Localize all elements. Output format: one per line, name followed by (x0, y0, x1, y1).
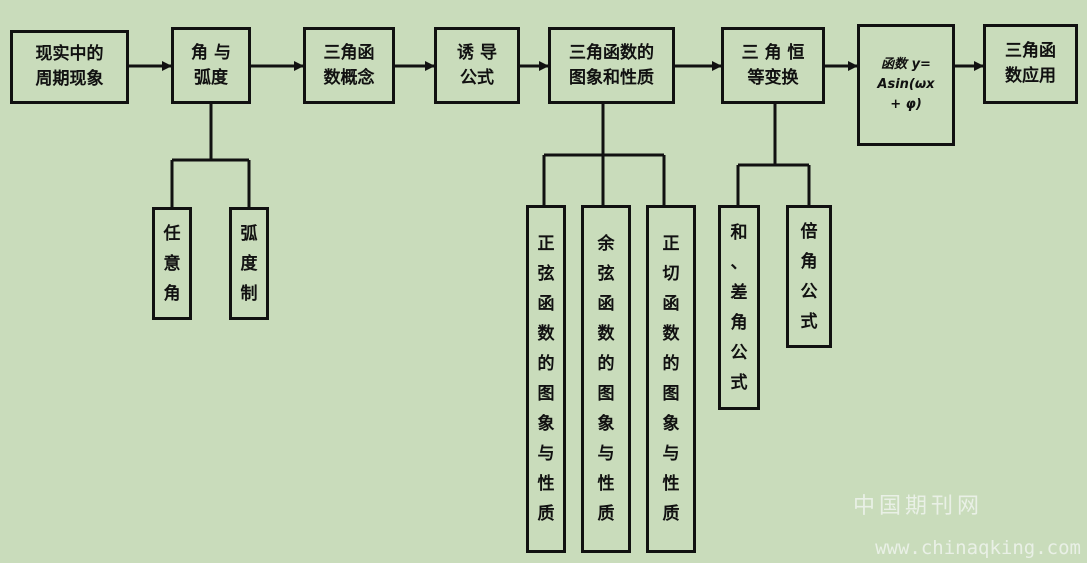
label-char: 函 (597, 294, 615, 314)
label-char: 公 (800, 281, 818, 302)
label-line: 数应用 (1005, 66, 1056, 86)
label-char: 数 (537, 324, 555, 344)
box-double-angle-formula: 倍 角 公 式 (786, 205, 832, 348)
label-char: 倍 (800, 221, 818, 242)
box-trig-graph-properties: 三角函数的 图象和性质 (548, 27, 675, 104)
label-line: 三角函 (323, 42, 375, 63)
label-line: 函数 y= (881, 57, 931, 72)
label-char: 弦 (597, 264, 615, 284)
box-any-angle: 任 意 角 (152, 207, 192, 320)
label-char: 函 (537, 294, 555, 314)
label-line: 弧度 (194, 67, 228, 88)
label-char: 与 (537, 444, 555, 464)
label-char: 正 (662, 234, 680, 254)
label-char: 象 (597, 414, 615, 434)
label-line: 诱 导 (457, 42, 497, 63)
box-trig-concept: 三角函 数概念 (303, 27, 395, 104)
label-char: 和 (730, 222, 748, 243)
label-line: 周期现象 (35, 69, 104, 89)
label-char: 余 (597, 234, 615, 254)
label-line: Asin(ωx (877, 77, 935, 92)
label-line: 三 角 恒 (741, 42, 805, 63)
label-char: 与 (597, 444, 615, 464)
label-char: 度 (240, 253, 258, 274)
label-char: 图 (597, 384, 615, 404)
label-char: 弧 (240, 223, 258, 244)
box-cosine-function: 余 弦 函 数 的 图 象 与 性 质 (581, 205, 631, 553)
label-char: 角 (163, 283, 181, 304)
label-char: 的 (597, 354, 615, 374)
label-char: 制 (240, 283, 258, 304)
watermark-site-name: 中国期刊网 (852, 494, 983, 519)
label-char: 数 (597, 324, 615, 344)
branch-angle (170, 104, 251, 207)
watermark-url: www.chinaqking.com (875, 537, 1081, 559)
label-char: 性 (662, 474, 680, 494)
label-char: 差 (730, 282, 748, 303)
box-periodic-phenomena: 现实中的 周期现象 (10, 30, 129, 104)
label-char: 质 (662, 504, 680, 524)
box-tangent-function: 正 切 函 数 的 图 象 与 性 质 (646, 205, 696, 553)
box-sine-function: 正 弦 函 数 的 图 象 与 性 质 (526, 205, 566, 553)
label-line: 现实中的 (35, 44, 104, 64)
box-trig-identity-transform: 三 角 恒 等变换 (721, 27, 825, 104)
label-line: 公式 (460, 67, 494, 88)
label-line: 等变换 (747, 67, 799, 88)
label-char: 图 (537, 384, 555, 404)
label-char: 正 (537, 234, 555, 254)
label-char: 任 (163, 223, 181, 244)
box-sum-difference-formula: 和 、 差 角 公 式 (718, 205, 760, 410)
label-char: 角 (730, 312, 748, 333)
label-line: 图象和性质 (569, 67, 654, 88)
label-char: 公 (730, 342, 748, 363)
label-char: 式 (800, 311, 818, 332)
branch-identity (736, 104, 811, 205)
label-char: 图 (662, 384, 680, 404)
box-asin-function: 函数 y= Asin(ωx + φ) (857, 24, 955, 146)
label-line: + φ) (890, 97, 922, 112)
box-angle-and-radian: 角 与 弧度 (171, 27, 251, 104)
label-char: 式 (730, 372, 748, 393)
label-char: 象 (662, 414, 680, 434)
box-radian-system: 弧 度 制 (229, 207, 269, 320)
label-char: 质 (537, 504, 555, 524)
box-induction-formula: 诱 导 公式 (434, 27, 520, 104)
label-char: 数 (662, 324, 680, 344)
label-line: 角 与 (191, 42, 231, 63)
label-char: 弦 (537, 264, 555, 284)
label-char: 切 (662, 264, 680, 284)
label-char: 的 (537, 354, 555, 374)
label-char: 函 (662, 294, 680, 314)
box-trig-application: 三角函 数应用 (983, 24, 1078, 104)
label-char: 性 (537, 474, 555, 494)
branch-graph (542, 104, 666, 205)
label-char: 、 (730, 252, 748, 273)
label-line: 三角函数的 (569, 42, 654, 63)
label-char: 的 (662, 354, 680, 374)
label-char: 角 (800, 251, 818, 272)
label-line: 数概念 (323, 67, 375, 88)
label-char: 质 (597, 504, 615, 524)
label-char: 与 (662, 444, 680, 464)
label-char: 象 (537, 414, 555, 434)
label-line: 三角函 (1005, 41, 1056, 61)
label-char: 意 (163, 253, 181, 274)
label-char: 性 (597, 474, 615, 494)
